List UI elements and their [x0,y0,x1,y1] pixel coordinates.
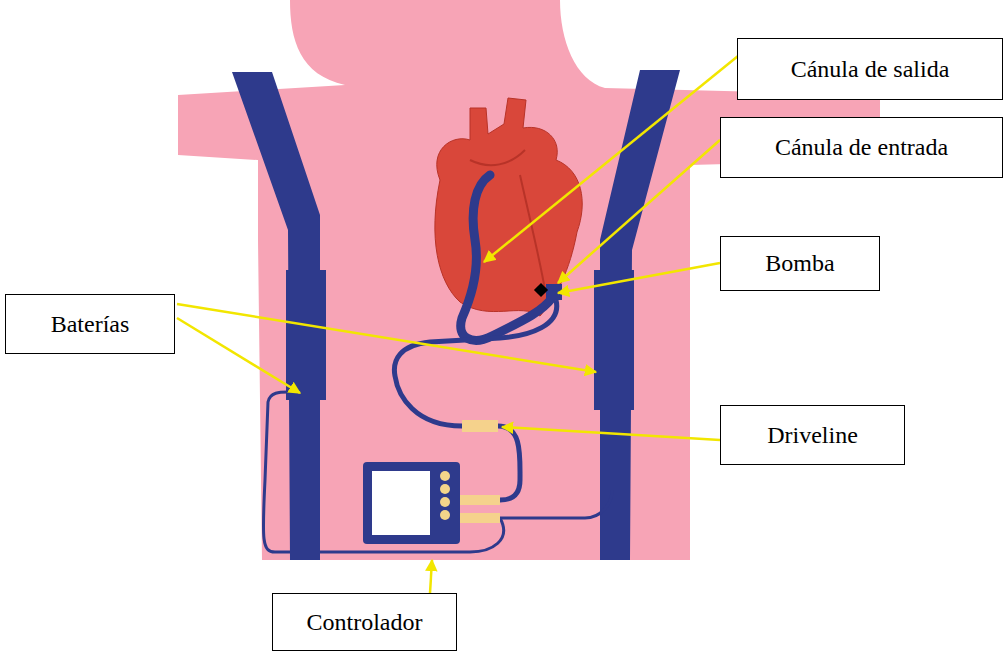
label-box: Driveline [720,405,905,465]
part-label: Driveline [767,422,858,448]
leader-line [558,140,720,283]
part-label: Baterías [51,311,130,337]
leader-line [430,560,432,593]
controller-button [440,510,450,520]
label-box: Controlador [272,593,457,651]
leader-line [558,263,720,293]
label-box: Cánula de salida [737,38,1003,100]
part-label: Bomba [765,250,834,276]
battery-cable [500,410,612,518]
pump [534,283,548,297]
controller-connector [460,513,500,523]
heart [435,98,582,316]
controller-button [440,484,450,494]
heart-detail [470,150,545,290]
right-battery [594,270,634,410]
part-label: Controlador [307,609,423,635]
controller [363,462,460,544]
left-battery [286,270,326,400]
controller-button [440,497,450,507]
label-box: Baterías [5,294,175,354]
label-box: Bomba [720,236,880,291]
part-label: Cánula de entrada [775,134,948,160]
label-box: Cánula de entrada [720,117,1003,178]
leader-line [502,427,720,440]
controller-screen [372,471,430,535]
controller-button [440,471,450,481]
leader-line [177,304,596,372]
controller-connector [460,495,500,505]
driveline-connector [462,420,498,432]
outflow-cannula [461,175,552,340]
part-label: Cánula de salida [791,56,950,82]
leader-line [177,318,300,393]
battery-cable [263,392,503,552]
